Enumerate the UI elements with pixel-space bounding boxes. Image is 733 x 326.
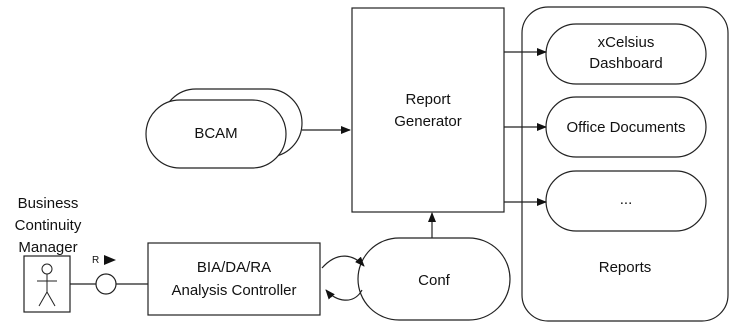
bcam-front-shape (145, 99, 287, 169)
bcam-label: BCAM (194, 125, 237, 142)
analysis-controller-node: BIA/DA/RA Analysis Controller (147, 242, 321, 316)
conf-node: Conf (357, 237, 511, 321)
conf-to-controller-arrow (325, 289, 363, 301)
analysis-controller-label-line-2: Analysis Controller (171, 282, 296, 299)
user-icon (37, 263, 57, 307)
bcam-node: BCAM (145, 88, 303, 169)
bcm-label-line-2: Continuity (15, 217, 82, 234)
report-generator-label-line-1: Report (405, 91, 451, 108)
request-port: R (70, 255, 148, 295)
xcelsius-dashboard-shape (545, 23, 707, 85)
request-direction-icon (104, 255, 116, 265)
xcelsius-dashboard-node: xCelsius Dashboard (545, 23, 707, 85)
xcelsius-label-line-1: xCelsius (598, 34, 655, 51)
conf-shape (357, 237, 511, 321)
actor-node (23, 255, 71, 313)
analysis-controller-label-line-1: BIA/DA/RA (197, 259, 271, 276)
bcm-label-line-1: Business (18, 195, 79, 212)
connectors (302, 48, 547, 301)
reports-container-shape (521, 6, 729, 322)
report-generator-label-line-2: Generator (394, 113, 462, 130)
analysis-controller-box (147, 242, 321, 316)
xcelsius-label-line-2: Dashboard (589, 55, 662, 72)
business-continuity-manager-label: Business Continuity Manager (15, 195, 82, 256)
reports-label: Reports (599, 259, 652, 276)
more-outputs-label: ... (620, 191, 633, 208)
report-generator-box (351, 7, 505, 213)
more-outputs-node: ... (545, 170, 707, 232)
conf-label: Conf (418, 272, 451, 289)
request-port-circle (95, 273, 117, 295)
report-generator-node: Report Generator (351, 7, 505, 213)
reports-container: Reports (521, 6, 729, 322)
office-documents-node: Office Documents (545, 96, 707, 158)
controller-to-conf-arrow (321, 255, 365, 269)
request-port-label: R (92, 255, 99, 266)
bcm-label-line-3: Manager (18, 239, 77, 256)
office-documents-label: Office Documents (567, 119, 686, 136)
